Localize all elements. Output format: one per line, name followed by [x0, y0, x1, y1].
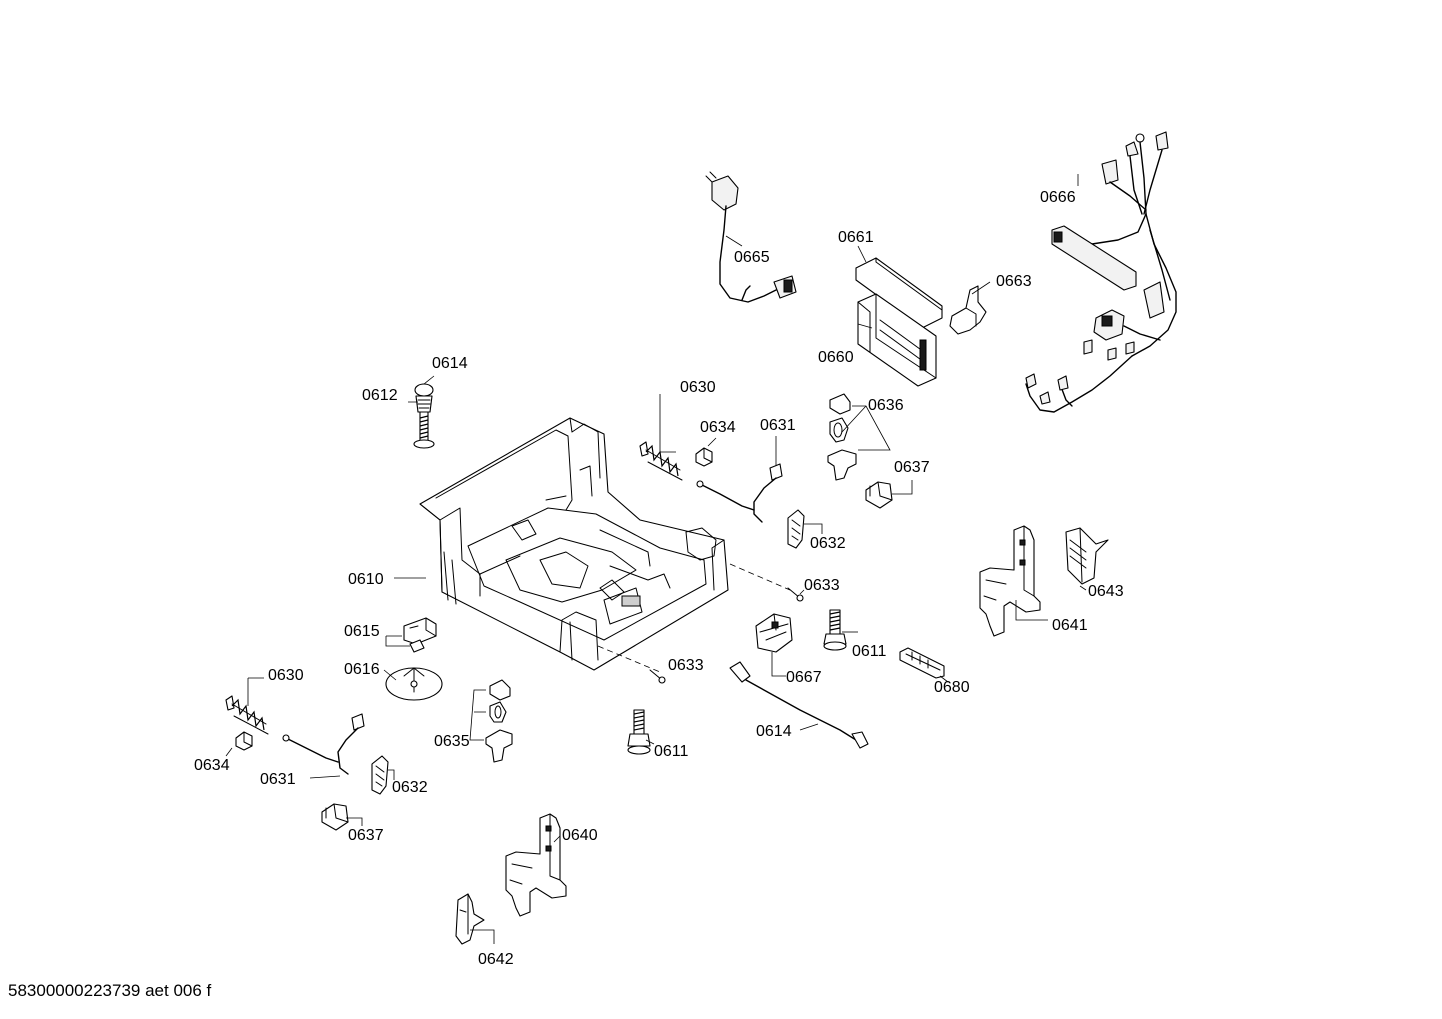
part-0634-cap-lower	[235, 731, 253, 751]
part-0632-latch-lower	[371, 755, 389, 795]
part-0642-clip-bracket	[455, 893, 485, 945]
part-0634-cap-upper	[695, 447, 713, 467]
document-id: 58300000223739 aet 006 f	[8, 981, 212, 1000]
part-0635-clips	[485, 679, 513, 763]
label-0661: 0661	[838, 229, 874, 246]
label-0641: 0641	[1052, 617, 1088, 634]
part-0615-clip	[403, 617, 437, 653]
label-0631-lower: 0631	[260, 771, 296, 788]
label-0642: 0642	[478, 951, 514, 968]
part-0630-spring-lower	[225, 695, 269, 735]
part-0631-sensor-cable-lower	[282, 713, 365, 775]
part-0633-screw-upper	[787, 587, 804, 602]
part-0666-wiring-harness	[1025, 131, 1177, 413]
part-0616-disc	[385, 667, 443, 701]
label-0631-upper: 0631	[760, 417, 796, 434]
part-0661-panel-strip	[855, 257, 943, 329]
label-0680: 0680	[934, 679, 970, 696]
label-0634-lower: 0634	[194, 757, 230, 774]
label-0663: 0663	[996, 273, 1032, 290]
label-0667: 0667	[786, 669, 822, 686]
part-0641-bracket-right	[979, 525, 1041, 637]
part-0632-latch-upper	[787, 509, 805, 549]
label-0612: 0612	[362, 387, 398, 404]
part-0633-screw-lower	[649, 669, 666, 684]
label-0632-upper: 0632	[810, 535, 846, 552]
label-0611-lower: 0611	[654, 743, 689, 760]
part-0611-foot-lower	[627, 709, 651, 755]
label-0636: 0636	[868, 397, 904, 414]
part-0612-foot-screw	[413, 383, 435, 449]
label-0637-upper: 0637	[894, 459, 930, 476]
label-0630-lower: 0630	[268, 667, 304, 684]
label-0616: 0616	[344, 661, 380, 678]
part-0611-foot-upper	[823, 609, 847, 651]
part-0637-holder-upper	[865, 481, 893, 509]
label-0615: 0615	[344, 623, 380, 640]
part-0610-base-frame	[419, 417, 729, 671]
part-0667-connector-block	[755, 613, 793, 653]
label-0614-lower: 0614	[756, 723, 792, 740]
part-0636-clips	[827, 393, 857, 481]
part-0680-strip	[899, 647, 945, 679]
part-0665-power-cord	[705, 171, 797, 303]
part-0637-holder-lower	[321, 803, 349, 831]
label-0614-top: 0614	[432, 355, 468, 372]
label-0633-upper: 0633	[804, 577, 840, 594]
part-0614-hose	[729, 661, 869, 749]
part-0660-module-housing	[857, 293, 937, 387]
label-0634-upper: 0634	[700, 419, 736, 436]
label-0610: 0610	[348, 571, 384, 588]
label-0660: 0660	[818, 349, 854, 366]
part-0640-bracket-lower	[505, 813, 567, 917]
label-0666: 0666	[1040, 189, 1076, 206]
label-0611-upper: 0611	[852, 643, 887, 660]
label-0637-lower: 0637	[348, 827, 384, 844]
part-0663-bracket	[949, 285, 987, 335]
label-0635: 0635	[434, 733, 470, 750]
part-0631-sensor-cable-upper	[696, 463, 783, 523]
label-0630-upper: 0630	[680, 379, 716, 396]
label-0632-lower: 0632	[392, 779, 428, 796]
label-0665: 0665	[734, 249, 770, 266]
part-0630-spring-upper	[639, 441, 683, 481]
label-0633-lower: 0633	[668, 657, 704, 674]
label-0640: 0640	[562, 827, 598, 844]
part-0643-terminal-block	[1065, 527, 1109, 585]
label-0643: 0643	[1088, 583, 1124, 600]
